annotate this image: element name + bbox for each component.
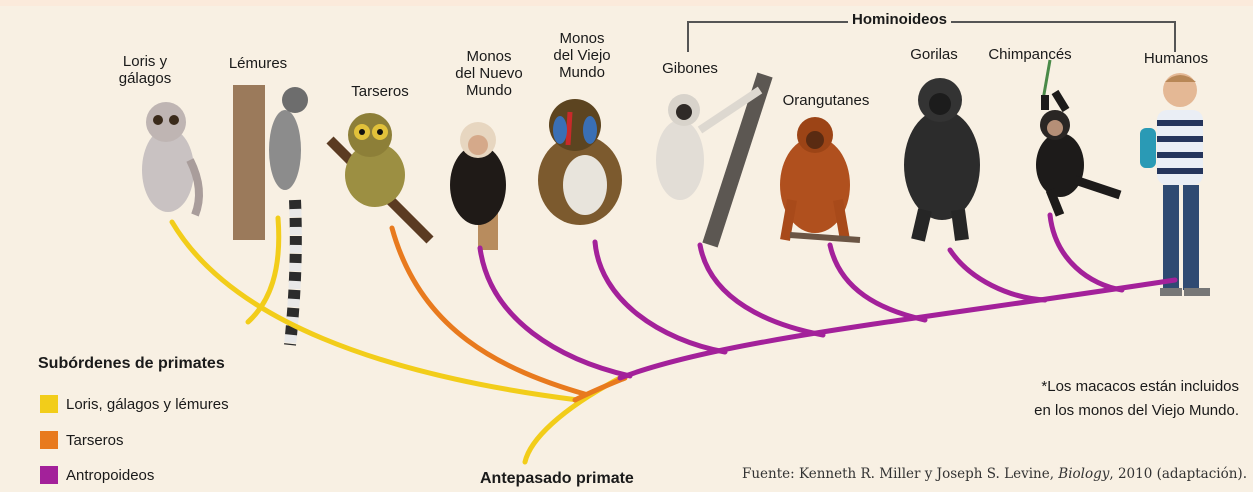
orangutan-figure [780,117,860,240]
legend-swatch-purple [40,466,58,484]
label-lemures: Lémures [229,55,287,72]
source-book: Biology [1058,466,1109,482]
human-figure [1140,73,1210,296]
hominoid-label: Hominoideos [848,11,951,28]
label-humanos: Humanos [1144,50,1208,67]
label-chimpances: Chimpancés [988,46,1071,63]
source-prefix: Fuente: Kenneth R. Miller y Joseph S. Le… [742,466,1058,482]
chimpanzee-figure [1036,60,1120,215]
branch-trunk-orange [575,378,625,400]
gorilla-figure [904,78,980,240]
old-world-monkey-figure [538,99,622,225]
source-suffix: , 2010 (adaptación). [1109,466,1247,482]
label-loris: Loris y gálagos [119,53,172,87]
label-viejo-mundo: Monos del Viejo Mundo [553,30,610,81]
legend-label: Tarseros [66,432,124,449]
label-gibones: Gibones [662,60,718,77]
label-tarseros: Tarseros [351,83,409,100]
branch-gibones [700,245,823,335]
ancestor-label: Antepasado primate [480,470,634,488]
loris-figure [142,102,199,215]
branch-loris [172,222,578,400]
legend-item-loris: Loris, gálagos y lémures [40,395,229,413]
label-nuevo-mundo: Monos del Nuevo Mundo [455,48,523,99]
branch-chimpances [1050,215,1122,290]
legend-item-antropoideos: Antropoideos [40,466,154,484]
new-world-monkey-figure [450,122,506,250]
branch-nuevo [480,248,630,376]
legend-swatch-yellow [40,395,58,413]
footnote-line-1: *Los macacos están incluidos [1034,375,1239,399]
branch-anthropoid-trunk [620,280,1175,378]
source-citation: Fuente: Kenneth R. Miller y Joseph S. Le… [742,466,1247,482]
footnote-line-2: en los monos del Viejo Mundo. [1034,399,1239,423]
legend-label: Antropoideos [66,467,154,484]
legend-title: Subórdenes de primates [38,355,225,373]
branch-gorilas [950,250,1045,300]
branch-orangutanes [830,245,925,320]
label-orangutanes: Orangutanes [783,92,870,109]
legend-swatch-orange [40,431,58,449]
lemur-figure [233,85,308,345]
label-gorilas: Gorilas [910,46,958,63]
footnote: *Los macacos están incluidos en los mono… [1034,375,1239,423]
legend-label: Loris, gálagos y lémures [66,396,229,413]
legend-item-tarseros: Tarseros [40,431,124,449]
tarsier-figure [330,113,430,240]
gibbon-figure [656,75,765,245]
